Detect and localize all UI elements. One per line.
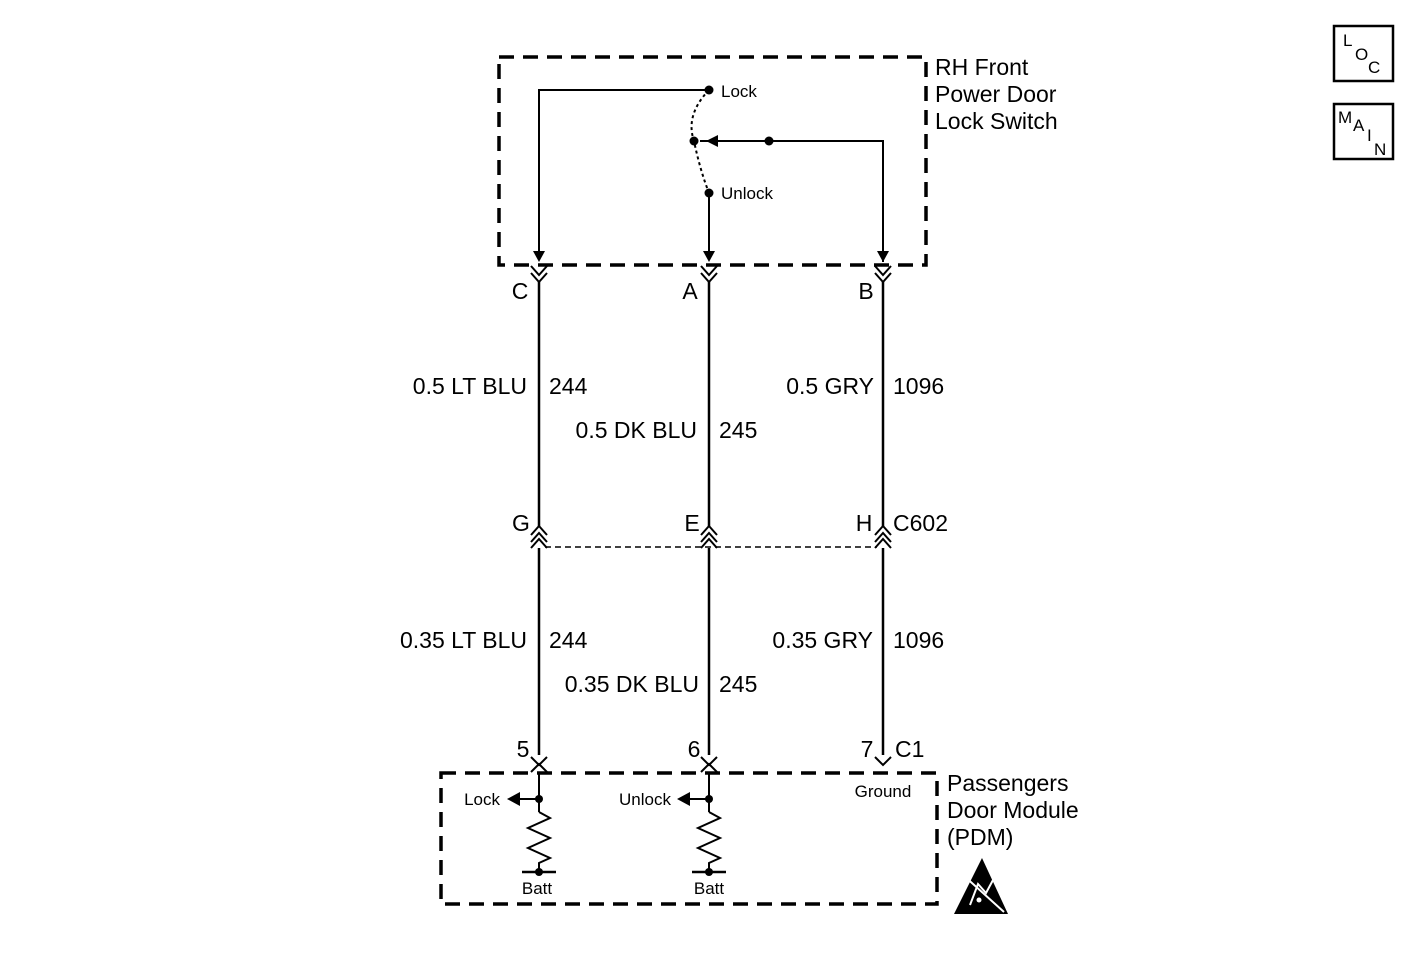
pdm-title-line-3: (PDM) [947, 824, 1013, 850]
main-letter-n: N [1374, 140, 1386, 159]
pdm-title-line-1: Passengers [947, 770, 1068, 796]
module-pin-chevrons [530, 756, 892, 773]
main-letter-a: A [1353, 116, 1365, 135]
pdm-lock-batt-node [535, 868, 543, 876]
pdm-unlock-input-circuit [687, 772, 726, 874]
c602-connector-name: C602 [893, 510, 948, 536]
switch-arrowheads [533, 135, 889, 262]
c602-pin-g: G [512, 510, 530, 536]
wire-upper-mid-circuit: 245 [719, 417, 757, 443]
harness-wires [537, 282, 885, 755]
c602-pin-e: E [684, 510, 699, 536]
module-connector-c1: C1 [895, 736, 924, 762]
switch-terminal-chevrons [530, 265, 892, 284]
main-nav-button[interactable]: M A I N [1332, 102, 1395, 161]
pdm-lock-node [535, 795, 543, 803]
pdm-unlock-node [705, 795, 713, 803]
loc-letter-c: C [1368, 58, 1380, 77]
module-pin-6: 6 [688, 736, 701, 762]
pdm-title: Passengers Door Module (PDM) [947, 770, 1079, 850]
wire-lower-right-circuit: 1096 [893, 627, 944, 653]
c602-pin-h: H [856, 510, 873, 536]
pdm-unlock-arrow [677, 792, 690, 806]
pdm-lock-arrow [507, 792, 520, 806]
wire-lower-mid-color: 0.35 DK BLU [565, 671, 699, 697]
switch-title-line-2: Power Door [935, 81, 1057, 107]
wire-upper-left-circuit: 244 [549, 373, 588, 399]
switch-unlock-position-label: Unlock [721, 184, 773, 203]
loc-letter-l: L [1343, 31, 1352, 50]
pdm-ground-label: Ground [855, 782, 912, 801]
esd-warning-icon [954, 858, 1008, 914]
switch-terminal-a: A [682, 278, 698, 304]
module-pin-5: 5 [517, 736, 530, 762]
main-letter-m: M [1338, 108, 1352, 127]
switch-terminal-c: C [512, 278, 529, 304]
loc-nav-button[interactable]: L O C [1332, 24, 1395, 83]
switch-box [497, 55, 928, 267]
c602-connector-chevrons [530, 524, 892, 549]
pdm-lock-batt-label: Batt [522, 879, 553, 898]
pdm-title-line-2: Door Module [947, 797, 1079, 823]
wire-lower-mid-circuit: 245 [719, 671, 757, 697]
wire-upper-mid-color: 0.5 DK BLU [576, 417, 697, 443]
pdm-box [439, 771, 939, 906]
pdm-lock-input-circuit [517, 772, 556, 874]
module-pin-7: 7 [861, 736, 874, 762]
wire-lower-left-circuit: 244 [549, 627, 588, 653]
wire-lower-right-color: 0.35 GRY [772, 627, 873, 653]
switch-internal-wiring [538, 89, 884, 262]
switch-contact-dots [689, 85, 774, 198]
pdm-unlock-label: Unlock [619, 790, 671, 809]
switch-title: RH Front Power Door Lock Switch [935, 54, 1058, 134]
wire-upper-right-color: 0.5 GRY [786, 373, 874, 399]
loc-letter-o: O [1355, 45, 1368, 64]
main-letter-i: I [1367, 126, 1372, 145]
switch-title-line-1: RH Front [935, 54, 1029, 80]
pdm-lock-label: Lock [464, 790, 500, 809]
pdm-unlock-batt-node [705, 868, 713, 876]
pdm-unlock-batt-label: Batt [694, 879, 725, 898]
switch-terminal-b: B [858, 278, 873, 304]
wire-lower-left-color: 0.35 LT BLU [400, 627, 527, 653]
switch-title-line-3: Lock Switch [935, 108, 1058, 134]
wire-upper-left-color: 0.5 LT BLU [413, 373, 527, 399]
switch-lock-position-label: Lock [721, 82, 757, 101]
wire-upper-right-circuit: 1096 [893, 373, 944, 399]
